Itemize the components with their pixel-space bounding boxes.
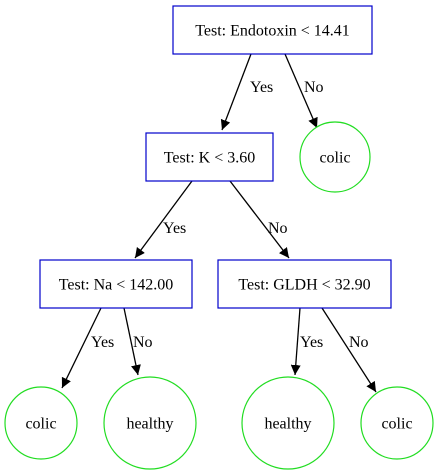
edge-root-to-colic-no <box>284 53 318 129</box>
edge-gldh-to-healthy-yes <box>290 307 301 376</box>
leaf-node-gldh-yes-label: healthy <box>264 416 311 433</box>
edge-k-to-na-yes <box>134 180 193 259</box>
test-node-endotoxin: Test: Endotoxin < 14.41 <box>172 5 373 55</box>
test-node-k: Test: K < 3.60 <box>145 132 274 182</box>
edge-root-to-k-yes <box>220 53 252 131</box>
edge-label-k-no: No <box>268 220 288 237</box>
edge-label-gldh-yes: Yes <box>300 334 323 351</box>
leaf-node-root-no-label: colic <box>319 150 350 167</box>
leaf-node-gldh-no: colic <box>360 386 434 460</box>
edge-label-na-yes: Yes <box>91 334 114 351</box>
edge-label-gldh-no: No <box>349 334 369 351</box>
edge-label-na-no: No <box>133 334 153 351</box>
leaf-node-na-yes-label: colic <box>25 416 56 433</box>
test-node-k-label: Test: K < 3.60 <box>164 150 255 167</box>
test-node-na: Test: Na < 142.00 <box>39 259 193 309</box>
leaf-node-na-yes: colic <box>4 386 78 460</box>
edge-label-root-no: No <box>304 79 324 96</box>
edges: Yes No Yes No Yes No Yes No <box>61 53 377 393</box>
leaf-node-root-no: colic <box>299 121 371 193</box>
test-node-gldh: Test: GLDH < 32.90 <box>217 259 392 309</box>
edge-na-to-colic-yes <box>61 307 102 389</box>
edge-k-to-gldh-no <box>229 180 290 259</box>
test-node-gldh-label: Test: GLDH < 32.90 <box>238 277 370 294</box>
leaf-node-gldh-yes: healthy <box>241 376 335 470</box>
edge-gldh-to-colic-no <box>321 307 377 393</box>
leaf-node-na-no: healthy <box>103 376 197 470</box>
leaf-node-gldh-no-label: colic <box>381 416 412 433</box>
edge-na-to-healthy-no <box>123 307 141 376</box>
test-node-na-label: Test: Na < 142.00 <box>59 277 174 294</box>
test-node-endotoxin-label: Test: Endotoxin < 14.41 <box>195 23 350 40</box>
leaf-node-na-no-label: healthy <box>126 416 173 433</box>
edge-label-root-yes: Yes <box>250 79 273 96</box>
edge-label-k-yes: Yes <box>163 220 186 237</box>
